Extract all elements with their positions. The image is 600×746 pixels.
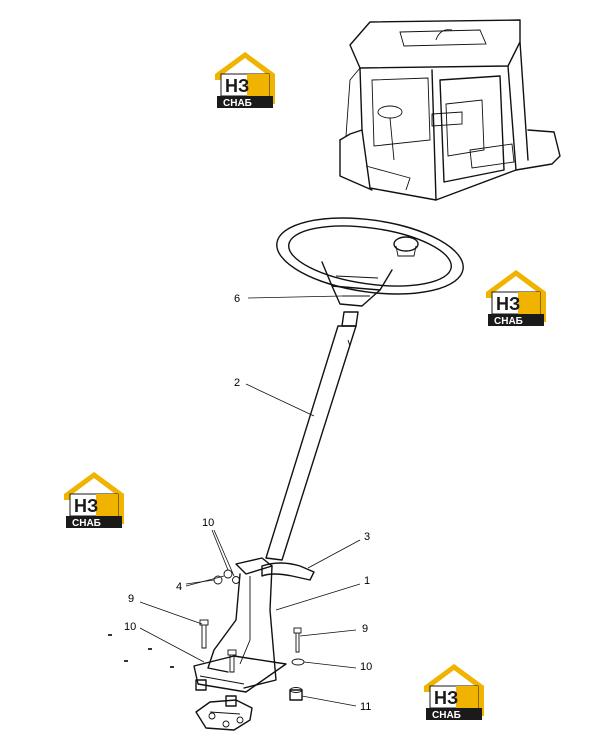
callout-2: 2 xyxy=(234,377,315,417)
bolt-part xyxy=(227,649,237,673)
brand-logo: НЗ СНАБ xyxy=(485,269,547,327)
bushing-part xyxy=(289,687,303,701)
callout-label: 1 xyxy=(364,575,370,587)
logo-letters-bottom: СНАБ xyxy=(223,98,252,109)
bushing-part xyxy=(195,679,237,707)
steering-column-tube xyxy=(265,311,359,561)
callout-label: 10 xyxy=(202,517,214,529)
callout-10-top: 10 xyxy=(202,517,235,577)
callout-label: 2 xyxy=(234,377,240,389)
washer-part xyxy=(291,658,305,666)
nut-part xyxy=(213,569,240,585)
bolt-part xyxy=(293,627,302,653)
callout-1: 1 xyxy=(275,575,370,611)
callout-label: 4 xyxy=(176,581,182,593)
callout-11: 11 xyxy=(301,695,371,713)
callout-4: 4 xyxy=(176,575,225,593)
callout-label: 3 xyxy=(364,531,370,543)
callout-label: 10 xyxy=(360,661,372,673)
brand-logo: НЗ СНАБ xyxy=(63,471,125,529)
bolt-part xyxy=(199,619,209,649)
logo-letters-bottom: СНАБ xyxy=(72,518,101,529)
logo-letters-top: НЗ xyxy=(434,688,458,708)
logo-letters-top: НЗ xyxy=(225,76,249,96)
foot-base xyxy=(195,699,253,731)
callout-9-left: 9 xyxy=(128,593,203,625)
callout-3: 3 xyxy=(307,531,370,569)
support-bracket xyxy=(193,557,287,693)
callout-9-right: 9 xyxy=(299,623,368,637)
callout-label: 6 xyxy=(234,293,240,305)
callout-10-right: 10 xyxy=(303,661,372,673)
logo-letters-bottom: СНАБ xyxy=(494,316,523,327)
scan-specks xyxy=(108,634,174,668)
steering-wheel xyxy=(276,217,464,307)
callout-label: 11 xyxy=(360,701,371,713)
callout-label: 9 xyxy=(128,593,134,605)
brand-logo: НЗ СНАБ xyxy=(423,663,485,721)
callout-label: 9 xyxy=(362,623,368,635)
callout-10-left: 10 xyxy=(124,621,205,663)
logo-letters-top: НЗ xyxy=(496,294,520,314)
logo-letters-bottom: СНАБ xyxy=(432,710,461,721)
clamp-part xyxy=(261,562,315,581)
cab-illustration xyxy=(339,19,561,201)
brand-logo: НЗ СНАБ xyxy=(214,51,276,109)
logo-letters-top: НЗ xyxy=(74,496,98,516)
callout-label: 10 xyxy=(124,621,136,633)
callout-6: 6 xyxy=(234,293,343,305)
